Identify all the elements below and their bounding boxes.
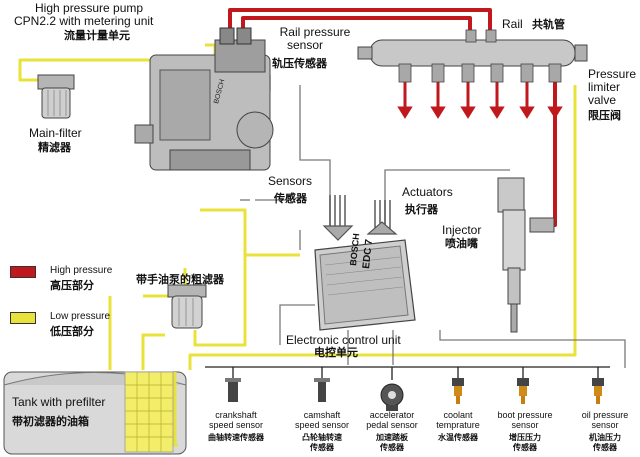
limiter-label-2: limiter <box>588 80 620 94</box>
pump-label-2: CPN2.2 with metering unit <box>14 14 154 28</box>
tank-label-zh: 带初滤器的油箱 <box>12 416 89 428</box>
oil-label-1: oil pressure <box>581 410 629 420</box>
injector-label: Injector <box>442 223 482 237</box>
camshaft-sensor-shape <box>314 378 330 402</box>
rail-label: Rail 共轨管 <box>502 18 565 32</box>
legend-high-en: High pressure <box>50 265 113 276</box>
coolant-label-1: coolant <box>443 410 473 420</box>
ecu-box <box>314 239 416 331</box>
boost-label-zh-2: 传感器 <box>513 443 537 452</box>
pump-label-1: High pressure pump <box>35 1 144 15</box>
oil-label-zh-2: 传感器 <box>593 443 617 452</box>
oil-label-2: sensor <box>591 420 619 430</box>
high-pressure-pump: BOSCH <box>134 27 274 171</box>
rail-label-zh: 共轨管 <box>532 19 566 31</box>
boost-label-2: sensor <box>511 420 539 430</box>
sensor-bus <box>205 366 610 380</box>
rail-sensor-label-1: Rail pressure <box>279 25 351 39</box>
rail-label-en: Rail <box>502 17 523 31</box>
injector <box>497 177 555 333</box>
oil-sensor-shape <box>592 378 604 404</box>
legend-low-en: Low pressure <box>50 311 111 322</box>
limiter-label-1: Pressure <box>588 67 637 81</box>
limiter-label-3: valve <box>588 93 617 107</box>
crankshaft-label-2: speed sensor <box>208 420 264 430</box>
rail-sensor-label-2: sensor <box>286 38 324 52</box>
legend-low-zh: 低压部分 <box>50 326 94 338</box>
ecu-label: Electronic control unit <box>286 333 401 347</box>
accelerator-label-1: accelerator <box>369 410 415 420</box>
main-filter-label: Main-filter <box>29 126 82 140</box>
camshaft-label-2: speed sensor <box>294 420 350 430</box>
camshaft-label-zh-1: 凸轮轴转速 <box>302 433 342 442</box>
sensors-label: Sensors <box>268 174 313 188</box>
boost-sensor-shape <box>517 378 529 404</box>
sensors-label-zh: 传感器 <box>274 193 307 205</box>
camshaft-label-zh-2: 传感器 <box>310 443 334 452</box>
sensor-arrow <box>322 195 354 241</box>
camshaft-label-1: camshaft <box>303 410 341 420</box>
injector-label-zh: 喷油嘴 <box>445 238 478 250</box>
accelerator-sensor-shape <box>380 383 404 411</box>
boost-label-1: boot pressure <box>497 410 553 420</box>
coolant-sensor-shape <box>452 378 464 404</box>
actuators-label-zh: 执行器 <box>405 204 438 216</box>
common-rail <box>357 29 588 83</box>
coolant-label-zh: 水温传感器 <box>438 433 478 442</box>
accelerator-label-2: pedal sensor <box>366 420 418 430</box>
main-filter <box>37 74 75 119</box>
tank-label: Tank with prefilter <box>12 395 106 409</box>
accelerator-label-zh-1: 加速踏板 <box>376 433 408 442</box>
signal-lines <box>240 75 626 368</box>
coarse-filter-label-zh: 带手油泵的粗滤器 <box>136 274 224 286</box>
legend-low-swatch <box>10 312 36 324</box>
actuators-label: Actuators <box>402 185 453 199</box>
coolant-label-2: temprature <box>436 420 480 430</box>
crankshaft-sensor-shape <box>225 378 241 402</box>
oil-label-zh-1: 机油压力 <box>589 433 621 442</box>
crankshaft-label-zh: 曲轴转速传感器 <box>208 433 264 442</box>
actuator-arrow <box>366 200 398 235</box>
boost-label-zh-1: 增压压力 <box>509 433 541 442</box>
fuel-tank <box>3 371 187 455</box>
pump-label-zh: 流量计量单元 <box>64 30 130 42</box>
limiter-label-zh: 限压阀 <box>588 110 621 122</box>
rail-sensor-label-zh: 轨压传感器 <box>272 58 327 70</box>
ecu-label-zh: 电控单元 <box>314 347 358 359</box>
legend-high-swatch <box>10 266 36 278</box>
coarse-filter <box>167 284 207 329</box>
accelerator-label-zh-2: 传感器 <box>380 443 404 452</box>
injector-line-arrows <box>397 80 563 119</box>
legend-high-zh: 高压部分 <box>50 280 94 292</box>
crankshaft-label-1: crankshaft <box>215 410 257 420</box>
main-filter-label-zh: 精滤器 <box>38 142 71 154</box>
